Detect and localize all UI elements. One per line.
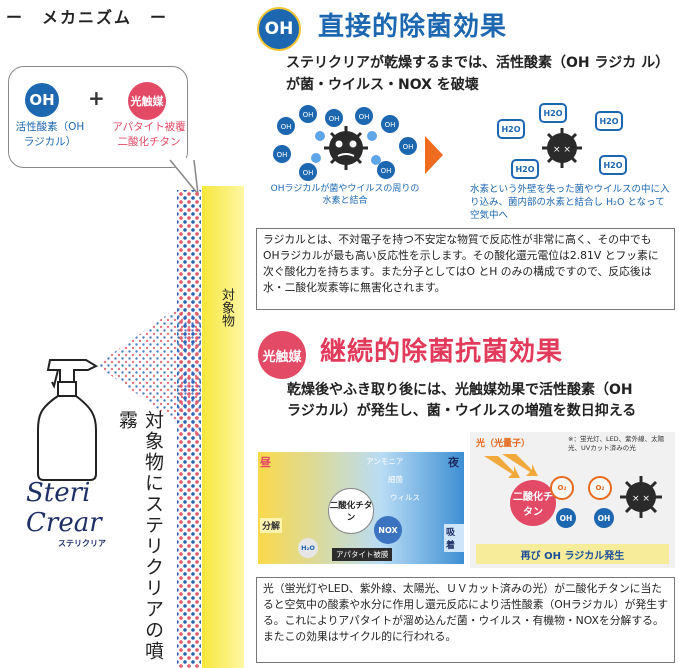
oh-attack-illustration: OH OH OH OH OH OH OH OH OH	[273, 105, 417, 181]
process-arrow	[425, 136, 443, 174]
target-surface-label: 対象物	[219, 288, 234, 327]
night-label: 夜	[448, 456, 459, 469]
adsorb-label: 吸着	[444, 524, 464, 552]
day-night-illustration: 昼 夜 アンモニア 細菌 ウィルス 二酸化チタン NOX H₂O 分解 吸着 ア…	[258, 452, 464, 564]
oh-badge: OH	[257, 7, 301, 51]
photocatalyst-badge: 光触媒	[258, 331, 306, 379]
page-title: ー メカニズム ー	[6, 8, 169, 27]
svg-text:H2O: H2O	[603, 161, 622, 170]
titanium-dioxide-sphere: 二酸化チタン	[328, 488, 374, 534]
brand-logo: Steri Crear	[26, 478, 102, 538]
continuous-antibacterial-heading: 継続的除菌抗菌効果	[320, 337, 564, 367]
nox-sphere: NOX	[374, 516, 402, 544]
o2-sphere-2: O₂	[588, 476, 612, 500]
plus-sign: +	[88, 86, 105, 110]
svg-text:× ×: × ×	[553, 145, 571, 155]
target-surface	[202, 186, 244, 668]
svg-text:OH: OH	[381, 167, 392, 175]
light-label: 光（光量子）	[476, 439, 531, 449]
svg-text:OH: OH	[385, 121, 396, 129]
brand-line2: Crear	[26, 508, 102, 538]
o2-sphere-1: O₂	[550, 476, 574, 500]
active-oxygen-label: 活性酸素（OH ラジカル）	[15, 121, 85, 148]
svg-text:OH: OH	[303, 169, 314, 177]
apatite-titanium-label: アパタイト被覆二酸化チタン	[112, 121, 186, 148]
oh-sphere-2: OH	[594, 508, 614, 528]
svg-text:OH: OH	[359, 113, 370, 121]
svg-text:OH: OH	[403, 143, 414, 151]
spray-bottle-icon	[37, 359, 99, 481]
svg-text:OH: OH	[277, 151, 288, 159]
light-rays-icon	[484, 454, 538, 478]
spray-caption: 対象物にステリクリアの噴霧	[116, 410, 164, 662]
decompose-label: 分解	[260, 518, 283, 533]
svg-text:H2O: H2O	[515, 165, 534, 174]
ammonia-label: アンモニア	[366, 457, 404, 466]
svg-text:H2O: H2O	[599, 117, 618, 126]
apatite-coating-label: アパタイト被膜	[332, 548, 393, 561]
oh-badge-small: OH	[25, 83, 59, 117]
oh-regeneration-caption: 再び OH ラジカル発生	[476, 544, 669, 564]
bacteria-label: 細菌	[388, 475, 403, 484]
brand-katakana: ステリクリア	[58, 539, 106, 548]
titanium-dioxide-sphere-right: 二酸化チタン	[510, 480, 556, 526]
svg-text:OH: OH	[329, 115, 340, 123]
direct-sterilization-heading: 直接的除菌効果	[318, 12, 508, 42]
virus-label: ウィルス	[390, 493, 420, 502]
brand-line1: Steri	[26, 478, 91, 508]
spray-mist	[96, 290, 202, 440]
svg-text:OH: OH	[281, 123, 292, 131]
svg-text:H2O: H2O	[543, 109, 562, 118]
germ-icon: × ×	[620, 476, 662, 518]
day-label: 昼	[260, 456, 271, 469]
water-sphere: H₂O	[298, 538, 318, 558]
svg-text:× ×: × ×	[632, 494, 650, 504]
oh-bond-caption: OHラジカルが菌やウイルスの周りの水素と結合	[270, 184, 420, 206]
continuous-antibacterial-lead: 乾燥後やふき取り後には、光触媒効果で活性酸素（OH ラジカル）が発生し、菌・ウイ…	[287, 382, 637, 419]
h2o-release-illustration: H2O H2O H2O H2O H2O × ×	[497, 103, 627, 179]
light-sources-note: ※：蛍光灯、LED、紫外線、太陽光、UVカット済みの光	[568, 435, 665, 452]
direct-sterilization-lead: ステリクリアが乾燥するまでは、活性酸素（OH ラジカ ル）が菌・ウイルス・NOX…	[286, 55, 663, 93]
photocatalyst-explanation-box: 光（蛍光灯やLED、紫外線、太陽光、ＵＶカット済みの光）が二酸化チタンに当たると…	[256, 577, 675, 663]
h2o-release-caption: 水素という外壁を失った菌やウイルスの中に入り込み、菌内部の水素と結合し H₂O …	[470, 184, 670, 221]
oh-sphere-1: OH	[556, 508, 576, 528]
svg-text:OH: OH	[303, 111, 314, 119]
svg-text:H2O: H2O	[501, 125, 520, 134]
photocatalyst-badge-small: 光触媒	[128, 82, 166, 120]
radical-explanation-box: ラジカルとは、不対電子を持つ不安定な物質で反応性が非常に高く、その中でもOHラジ…	[256, 228, 675, 310]
legend-bubble	[8, 66, 188, 168]
light-reaction-illustration: 光（光量子） ※：蛍光灯、LED、紫外線、太陽光、UVカット済みの光 二酸化チタ…	[470, 432, 675, 568]
